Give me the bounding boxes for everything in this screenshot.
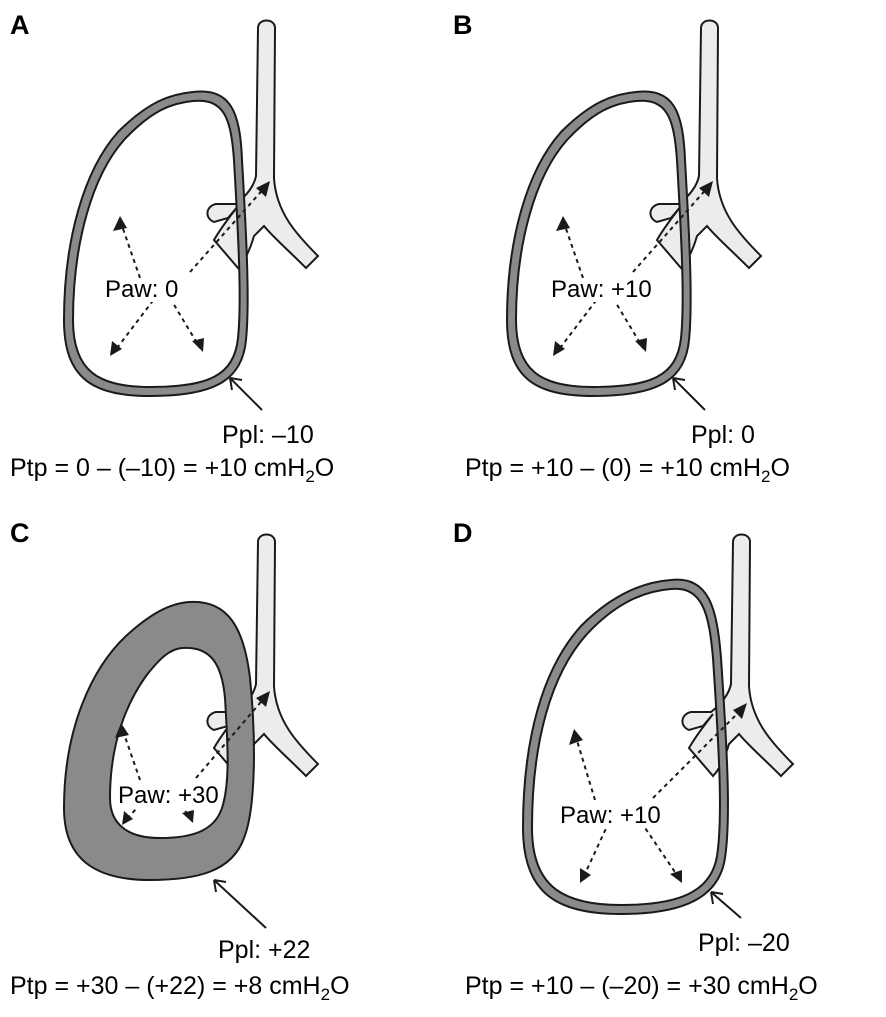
panel-label: B: [453, 10, 473, 41]
transpulmonary-pressure-equation: Ptp = +30 – (+22) = +8 cmH2O: [10, 974, 350, 999]
ppl-pointer: [711, 892, 741, 918]
ptp-end: O: [315, 454, 334, 482]
ppl-pointer: [230, 378, 262, 410]
panel-c: C Paw: +30 Ppl: +22 Ptp = +30 – (+22) = …: [0, 508, 443, 1016]
trachea: [650, 21, 761, 269]
airway-pressure-label: Paw: +10: [551, 278, 652, 302]
ptp-end: O: [330, 972, 349, 1000]
ptp-subscript: 2: [789, 985, 798, 1004]
airway-pressure-label: Paw: 0: [105, 278, 178, 302]
transpulmonary-pressure-equation: Ptp = 0 – (–10) = +10 cmH2O: [10, 456, 334, 481]
panel-b: B Paw: +10 Ppl: 0 Ptp = +10 – (0) = +10 …: [443, 0, 886, 508]
ptp-subscript: 2: [321, 985, 330, 1004]
ppl-pointer: [214, 880, 266, 928]
airway-pressure-label: Paw: +30: [118, 784, 219, 808]
airway-pressure-label: Paw: +10: [560, 804, 661, 828]
ppl-pointer: [673, 378, 705, 410]
ptp-text: Ptp = 0 – (–10) = +10 cmH: [10, 454, 305, 482]
ptp-subscript: 2: [305, 467, 314, 486]
pleural-pressure-label: Ppl: –20: [698, 931, 790, 956]
lung-diagram-b: [443, 0, 886, 508]
panel-d: D Paw: +10 Ppl: –20 Ptp = +10 – (–20) = …: [443, 508, 886, 1016]
lung-diagram-d: [443, 508, 886, 1016]
ptp-text: Ptp = +10 – (–20) = +30 cmH: [465, 972, 789, 1000]
transpulmonary-pressure-equation: Ptp = +10 – (–20) = +30 cmH2O: [465, 974, 818, 999]
panel-a: A Paw: 0 Ppl: –10 Ptp = 0 – (–10) = +10 …: [0, 0, 443, 508]
ptp-text: Ptp = +10 – (0) = +10 cmH: [465, 454, 761, 482]
panel-label: D: [453, 518, 473, 549]
pleural-pressure-label: Ppl: +22: [218, 938, 310, 963]
trachea: [207, 21, 318, 269]
trachea: [682, 535, 793, 777]
pleural-pressure-label: Ppl: 0: [691, 423, 755, 448]
ptp-subscript: 2: [761, 467, 770, 486]
ptp-end: O: [770, 454, 789, 482]
ptp-text: Ptp = +30 – (+22) = +8 cmH: [10, 972, 321, 1000]
transpulmonary-pressure-equation: Ptp = +10 – (0) = +10 cmH2O: [465, 456, 790, 481]
pleural-pressure-label: Ppl: –10: [222, 423, 314, 448]
panel-label: C: [10, 518, 30, 549]
ptp-end: O: [798, 972, 817, 1000]
panel-label: A: [10, 10, 30, 41]
